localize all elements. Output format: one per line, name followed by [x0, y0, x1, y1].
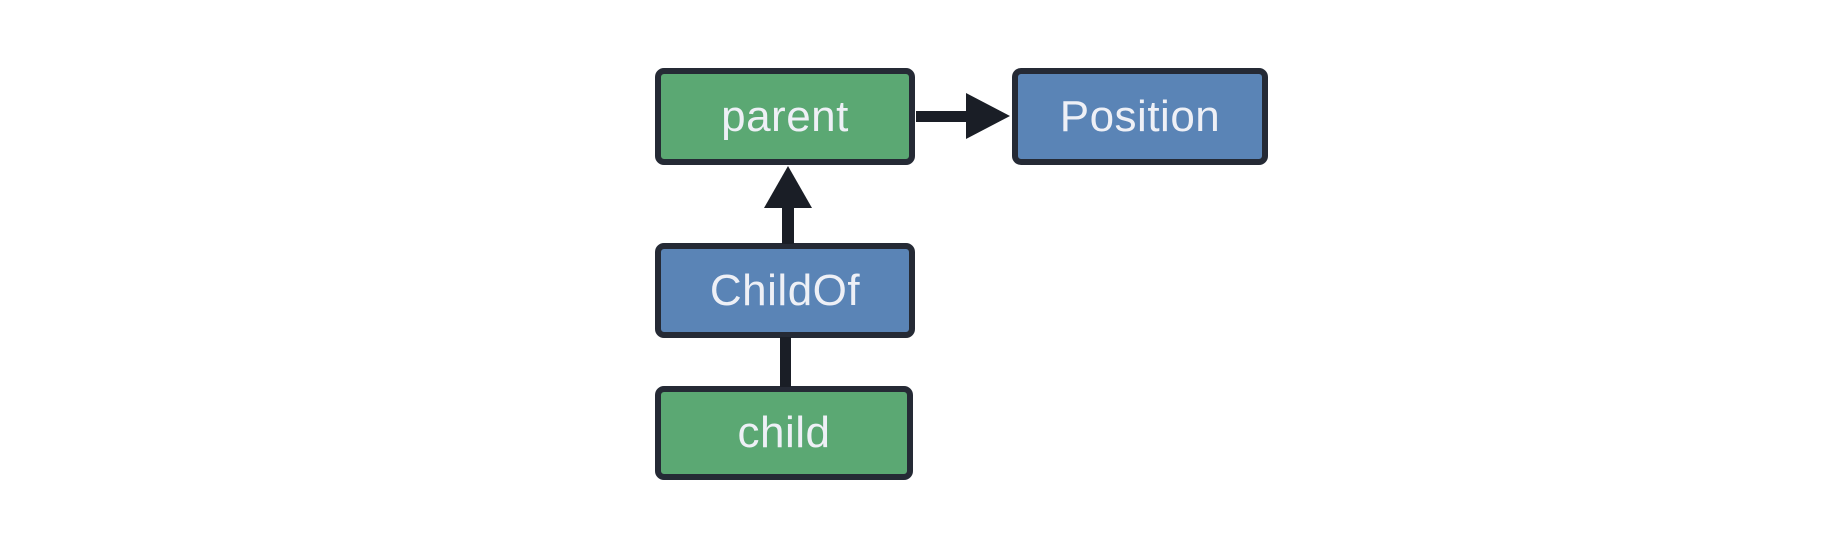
node-parent-label: parent: [721, 91, 849, 141]
node-child: child: [655, 386, 913, 480]
node-position-label: Position: [1059, 91, 1221, 141]
node-childof-label: ChildOf: [709, 265, 861, 315]
node-parent: parent: [655, 68, 915, 165]
node-child-label: child: [737, 408, 831, 457]
arrowhead-up-icon: [764, 166, 812, 208]
edge-childof-parent-stem: [782, 206, 794, 244]
node-childof: ChildOf: [655, 243, 915, 338]
node-position: Position: [1012, 68, 1268, 165]
arrowhead-right-icon: [966, 93, 1010, 139]
edge-parent-position-stem: [916, 111, 970, 122]
edge-child-childof-line: [780, 337, 791, 387]
